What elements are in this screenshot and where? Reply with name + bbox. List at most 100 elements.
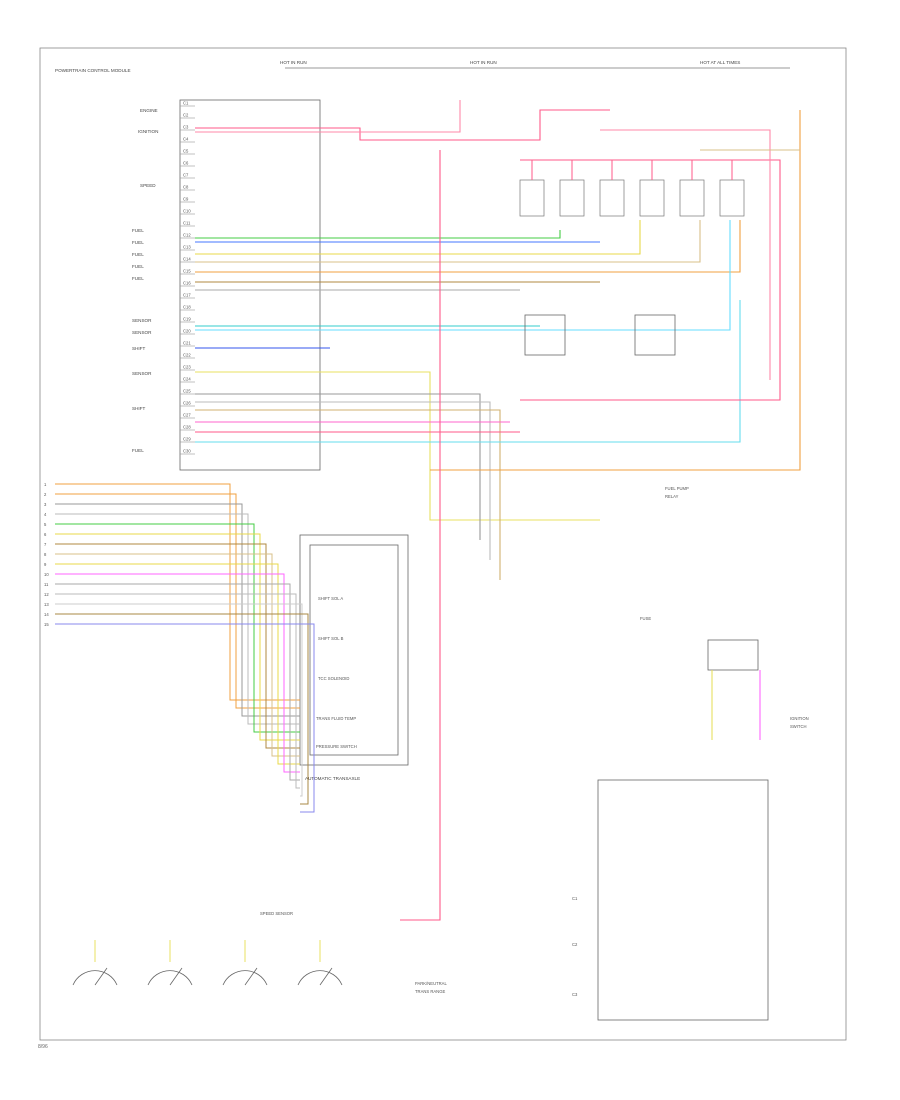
- pcm-pin-number: C23: [183, 365, 191, 370]
- wire-tan-1: [195, 220, 701, 263]
- right-label-relay: RELAY: [665, 494, 679, 499]
- pcm-pin-number: C14: [183, 257, 191, 262]
- wire-yellow-1: [195, 220, 641, 255]
- gauge-needle: [244, 967, 258, 986]
- pcm-label-sensor-3: SENSOR: [132, 371, 152, 376]
- wire-orange-1: [195, 220, 741, 273]
- connector-label-2: C2: [572, 942, 578, 947]
- diagram-frame: [39, 47, 847, 1041]
- pcm-pin-number: C1: [183, 101, 189, 106]
- wire-gray-3: [195, 401, 491, 560]
- pcm-pin-number: C26: [183, 401, 191, 406]
- relay-3: [599, 179, 625, 217]
- ecu-title: POWERTRAIN CONTROL MODULE: [55, 68, 131, 73]
- pcm-pin-number: C3: [183, 125, 189, 130]
- lower-left-pin-number: 1: [44, 482, 47, 487]
- rear-connector-labels: C1 C2 C3: [572, 896, 578, 997]
- lower-left-wire: [55, 563, 300, 765]
- trans-title: AUTOMATIC TRANSAXLE: [305, 776, 360, 781]
- pcm-pin-number: C22: [183, 353, 191, 358]
- trans-label-2: SHIFT SOL B: [318, 636, 344, 641]
- right-side-labels: FUEL PUMP RELAY FUSE IGNITION SWITCH: [640, 486, 809, 729]
- lower-left-wire: [55, 573, 300, 773]
- pcm-label-fuel-4: FUEL: [132, 264, 144, 269]
- rear-connector-block: [597, 779, 769, 1021]
- lower-left-wire: [55, 593, 300, 789]
- wire-orange-right: [430, 110, 801, 471]
- gauge-needle: [94, 967, 108, 986]
- pcm-pin-number: C25: [183, 389, 191, 394]
- lower-left-pin-number: 2: [44, 492, 47, 497]
- lower-left-wire: [55, 513, 300, 725]
- right-label-fuel-pump: FUEL PUMP: [665, 486, 689, 491]
- lower-left-wire: [55, 493, 300, 709]
- lower-left-wire: [55, 583, 300, 781]
- pcm-pin-number: C24: [183, 377, 191, 382]
- connector-label-3: C3: [572, 992, 578, 997]
- page-reference: 8/96: [38, 1044, 48, 1050]
- lower-left-pin-number: 9: [44, 562, 47, 567]
- lower-left-pin-number: 8: [44, 552, 47, 557]
- trans-outer-box: [299, 534, 409, 766]
- pcm-pin-number: C12: [183, 233, 191, 238]
- top-label-2: HOT IN RUN: [470, 60, 497, 65]
- pcm-wires: [195, 100, 741, 580]
- pcm-label-fuel-3: FUEL: [132, 252, 144, 257]
- lower-left-pin-number: 5: [44, 522, 47, 527]
- relay-cluster: [519, 160, 745, 217]
- trans-inner-box: [309, 544, 399, 756]
- top-label-3: HOT AT ALL TIMES: [700, 60, 740, 65]
- pcm-pin-number: C10: [183, 209, 191, 214]
- lower-left-pin-number: 10: [44, 572, 49, 577]
- trans-label-3: TCC SOLENOID: [318, 676, 349, 681]
- pcm-pin-number: C2: [183, 113, 189, 118]
- lower-left-pin-number: 3: [44, 502, 47, 507]
- lower-left-pin-number: 12: [44, 592, 49, 597]
- top-label-1: HOT IN RUN: [280, 60, 307, 65]
- lower-left-wire: [55, 483, 300, 701]
- pcm-label-speed: SPEED: [140, 183, 156, 188]
- wire-ignition-red: [195, 109, 610, 141]
- gauge-needle: [319, 967, 333, 986]
- gauge-3: [222, 970, 268, 986]
- relay-4: [639, 179, 665, 217]
- sensor-module-box: [707, 639, 759, 671]
- wire-tan-2: [195, 409, 501, 580]
- right-label-fuse: FUSE: [640, 616, 651, 621]
- lower-left-wire: [55, 613, 309, 805]
- pcm-pin-number: C27: [183, 413, 191, 418]
- relay-area-wires: [400, 110, 801, 921]
- pcm-label-fuel-6: FUEL: [132, 448, 144, 453]
- gauge-1: [72, 970, 118, 986]
- module-box-2: [634, 314, 676, 356]
- lower-left-wire: [55, 623, 315, 813]
- pcm-pin-number: C29: [183, 437, 191, 442]
- pcm-pin-number: C28: [183, 425, 191, 430]
- pcm-pin-number: C8: [183, 185, 189, 190]
- pcm-pin-number: C13: [183, 245, 191, 250]
- lower-left-wires: [55, 483, 315, 813]
- lower-left-wire: [55, 523, 300, 733]
- gauge-4: [297, 970, 343, 986]
- trans-inner-labels: SHIFT SOL A SHIFT SOL B TCC SOLENOID TRA…: [316, 596, 357, 749]
- right-label-switch: SWITCH: [790, 724, 807, 729]
- lower-left-pin-number: 14: [44, 612, 49, 617]
- pcm-label-ignition: IGNITION: [138, 129, 158, 134]
- pcm-label-fuel-1: FUEL: [132, 228, 144, 233]
- wire-pink-bus: [600, 129, 771, 380]
- wire-yellow-2: [195, 371, 600, 521]
- wire-ignition-pink: [195, 100, 461, 133]
- lower-left-wire: [55, 543, 300, 749]
- pcm-label-shift-2: SHIFT: [132, 406, 145, 411]
- bottom-label-2: TRANS RANGE: [415, 989, 445, 994]
- pcm-pin-number: C21: [183, 341, 191, 346]
- pcm-pin-number: C4: [183, 137, 189, 142]
- pcm-pin-number: C15: [183, 269, 191, 274]
- relay-1: [519, 179, 545, 217]
- module-box-1: [524, 314, 566, 356]
- pcm-label-fuel-2: FUEL: [132, 240, 144, 245]
- wire-cyan-1: [195, 220, 731, 331]
- pcm-label-sensor-1: SENSOR: [132, 318, 152, 323]
